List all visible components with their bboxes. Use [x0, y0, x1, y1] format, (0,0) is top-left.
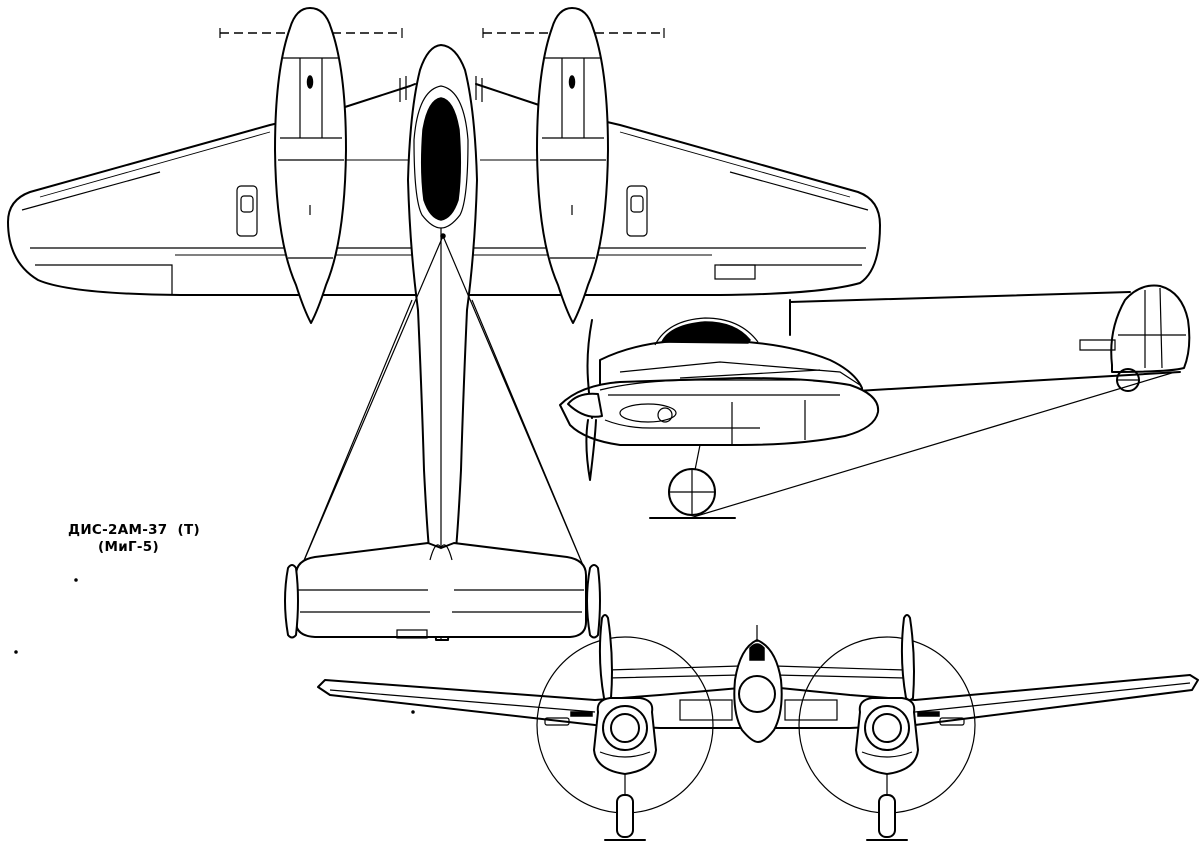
- front-wing: [317, 674, 1199, 729]
- front-right-fin: [900, 614, 915, 701]
- canopy: [420, 97, 462, 221]
- left-fin-top: [284, 564, 299, 639]
- tail-boom: [789, 291, 1181, 393]
- side-spinner: [567, 392, 603, 418]
- front-nose-ring: [738, 675, 776, 713]
- horizontal-tailplane: [295, 542, 587, 638]
- side-view: [559, 284, 1191, 519]
- front-right-wheel: [878, 794, 896, 838]
- top-view: [7, 7, 881, 641]
- side-canopy: [660, 321, 751, 344]
- vertical-fin: [1110, 284, 1191, 373]
- right-wing-panel: [626, 185, 648, 237]
- left-wing-panel: [236, 185, 258, 237]
- front-wing-panel-left: [679, 699, 733, 721]
- right-engine-nacelle: [536, 7, 609, 324]
- tail-bracing: [299, 235, 586, 571]
- front-view: [317, 614, 1199, 841]
- front-left-fin: [598, 614, 613, 701]
- left-engine-nacelle: [274, 7, 347, 324]
- caption-designation: ДИС-2АМ-37 (Т): [68, 522, 200, 538]
- ground-angle-line: [689, 371, 1176, 519]
- aircraft-designation-caption: ДИС-2АМ-37 (Т) (МиГ-5): [68, 522, 258, 556]
- right-fin-top: [586, 564, 601, 639]
- caption-alt-name: (МиГ-5): [68, 539, 159, 555]
- front-left-wheel: [616, 794, 634, 838]
- front-wing-panel-right: [784, 699, 838, 721]
